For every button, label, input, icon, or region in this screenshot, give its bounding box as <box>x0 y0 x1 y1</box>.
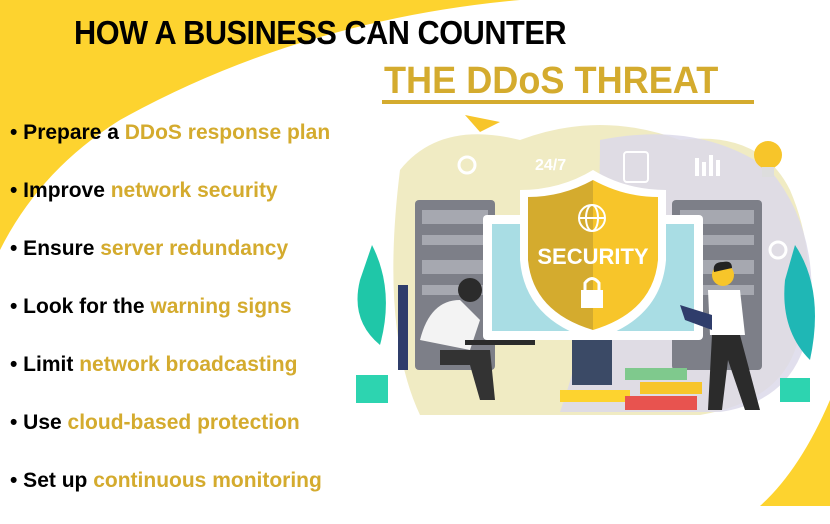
lock-icon <box>581 277 603 308</box>
list-item: • Prepare a DDoS response plan <box>10 121 331 144</box>
plant-right <box>784 245 815 360</box>
tips-list: • Prepare a DDoS response plan • Improve… <box>10 118 330 524</box>
person-standing <box>680 261 760 410</box>
clipboard-icon <box>623 151 649 183</box>
background-decoration <box>0 0 830 506</box>
badge-24-7: 24/7 <box>535 157 566 174</box>
lightbulb-icon <box>754 141 782 177</box>
paper-plane-icon <box>465 115 500 132</box>
security-illustration: SECURITY 24/7 <box>356 115 815 415</box>
list-item: • Look for the warning signs <box>10 295 292 318</box>
list-item: • Use cloud-based protection <box>10 411 300 434</box>
list-item: • Improve network security <box>10 179 278 202</box>
globe-icon <box>578 204 606 232</box>
gear-icon <box>768 240 788 260</box>
title-line-2: THE DDoS THREAT <box>384 60 719 102</box>
list-item: • Limit network broadcasting <box>10 353 298 376</box>
title-line-1: HOW A BUSINESS CAN COUNTER <box>74 14 567 51</box>
title-underline <box>382 100 754 104</box>
person-sitting <box>398 278 535 400</box>
list-item: • Ensure server redundancy <box>10 237 289 260</box>
plant-left <box>357 245 386 345</box>
list-item: • Set up continuous monitoring <box>10 469 322 492</box>
shield-label: SECURITY <box>537 244 649 269</box>
gear-icon <box>457 155 477 175</box>
chart-icon <box>695 155 720 176</box>
